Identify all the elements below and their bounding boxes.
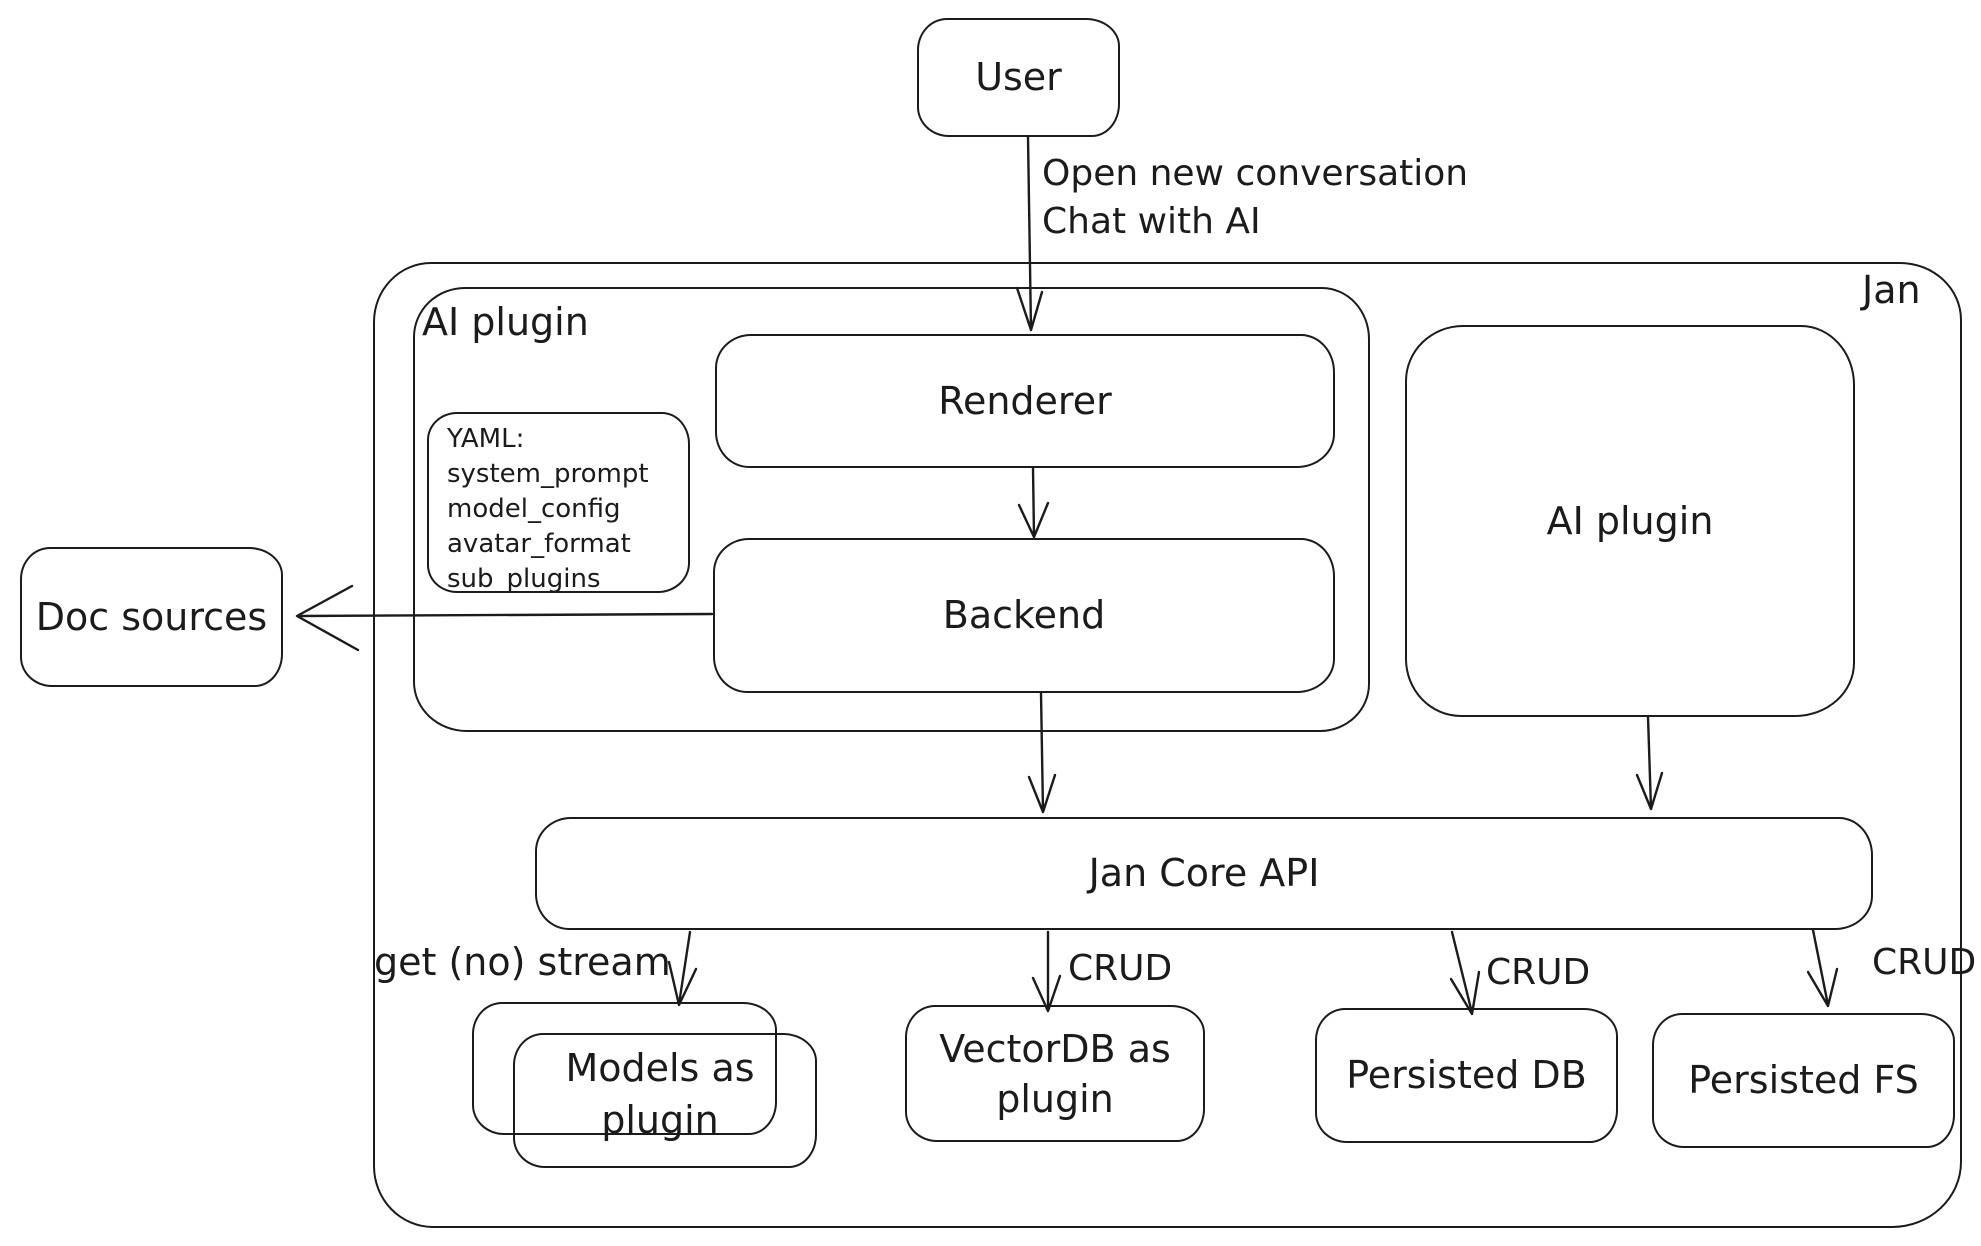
node-persisted-db-label: Persisted DB [1346,1053,1587,1098]
yaml-note-line5: sub_plugins [447,564,601,594]
node-jan-core-api-label: Jan Core API [1088,851,1320,896]
node-vectordb-label-line1: VectorDB as [939,1026,1171,1071]
get-no-stream-label: get (no) stream [374,940,671,984]
node-jan-core-api: Jan Core API [535,817,1873,930]
jan-region-label: Jan [1862,268,1921,312]
crud-persisted-db-label: CRUD [1486,952,1591,993]
node-backend-label: Backend [942,593,1106,638]
node-models-label-line1: Models as [565,1046,755,1090]
yaml-note-line4: avatar_format [447,529,631,559]
user-edge-label: Open new conversation Chat with AI [1042,150,1468,246]
crud-vectordb-label: CRUD [1068,948,1173,989]
ai-plugin-container-box [413,287,1370,732]
node-vectordb-label-line2: plugin [996,1076,1114,1121]
node-persisted-fs: Persisted FS [1652,1013,1955,1148]
node-user-label: User [975,55,1062,100]
node-ai-plugin: AI plugin [1405,325,1855,717]
node-renderer-label: Renderer [938,378,1112,423]
node-models-label: Models as plugin [500,1042,820,1146]
yaml-note-line2: system_prompt [447,459,649,489]
node-models-back-box [472,1002,777,1135]
jan-region-box [373,262,1962,1228]
node-models-front-box [513,1033,817,1168]
node-persisted-fs-label: Persisted FS [1688,1058,1919,1103]
crud-persisted-fs-label: CRUD [1872,942,1977,983]
node-doc-sources: Doc sources [20,547,283,687]
yaml-note-line3: model_config [447,494,621,524]
ai-plugin-container-label: AI plugin [422,300,589,344]
node-persisted-db: Persisted DB [1315,1008,1618,1143]
node-vectordb: VectorDB as plugin [905,1005,1205,1142]
user-edge-label-line1: Open new conversation [1042,153,1469,194]
node-ai-plugin-label: AI plugin [1546,498,1714,543]
node-renderer: Renderer [715,334,1335,468]
node-doc-sources-label: Doc sources [35,594,268,639]
yaml-note-box: YAML: system_prompt model_config avatar_… [427,412,690,594]
yaml-note-line1: YAML: [447,424,525,454]
node-user: User [917,18,1120,137]
node-models-label-line2: plugin [601,1098,719,1142]
node-backend: Backend [713,538,1335,693]
node-vectordb-label: VectorDB as plugin [939,1024,1171,1124]
user-edge-label-line2: Chat with AI [1042,201,1261,242]
yaml-note-text: YAML: system_prompt model_config avatar_… [429,414,688,597]
